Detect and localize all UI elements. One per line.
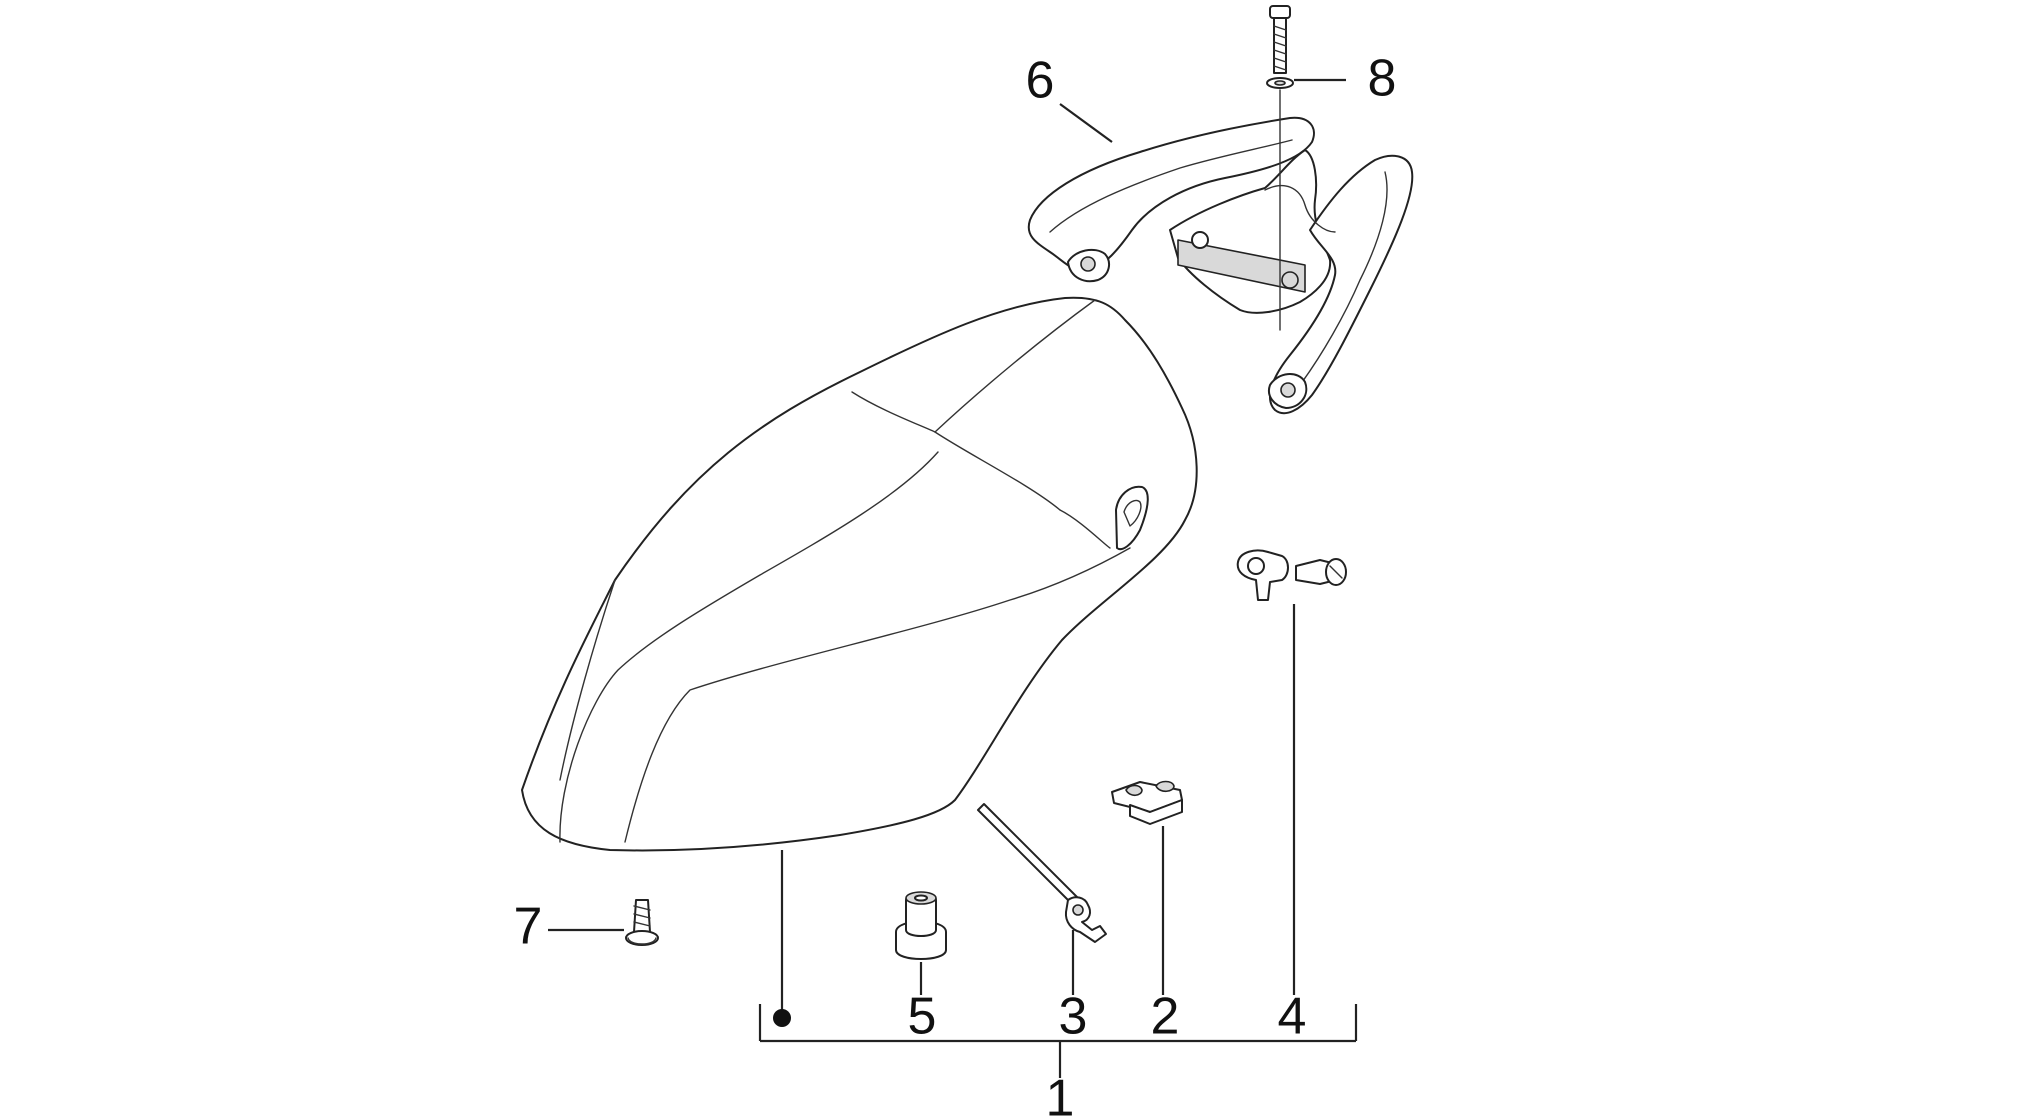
- spacer-drawing: [895, 891, 947, 960]
- latch-catch-drawing: [1236, 549, 1347, 601]
- bracket-drawing: [1111, 780, 1183, 825]
- callout-3: 3: [1059, 988, 1088, 1046]
- callout-7: 7: [514, 898, 543, 956]
- callout-8: 8: [1368, 50, 1397, 108]
- callout-5: 5: [908, 988, 937, 1046]
- screw-drawing: [625, 899, 659, 946]
- leader-lines: [548, 78, 1358, 1078]
- seat-drawing: [521, 296, 1198, 852]
- callout-6: 6: [1026, 52, 1055, 110]
- grab-handle-drawing: [1027, 116, 1414, 415]
- callout-1: 1: [1046, 1070, 1075, 1120]
- callout-2: 2: [1151, 988, 1180, 1046]
- seat-marker-dot: [773, 1009, 791, 1027]
- bolt-and-washer-drawing: [1266, 5, 1294, 331]
- callout-4: 4: [1278, 988, 1307, 1046]
- cable-tie-drawing: [977, 803, 1107, 943]
